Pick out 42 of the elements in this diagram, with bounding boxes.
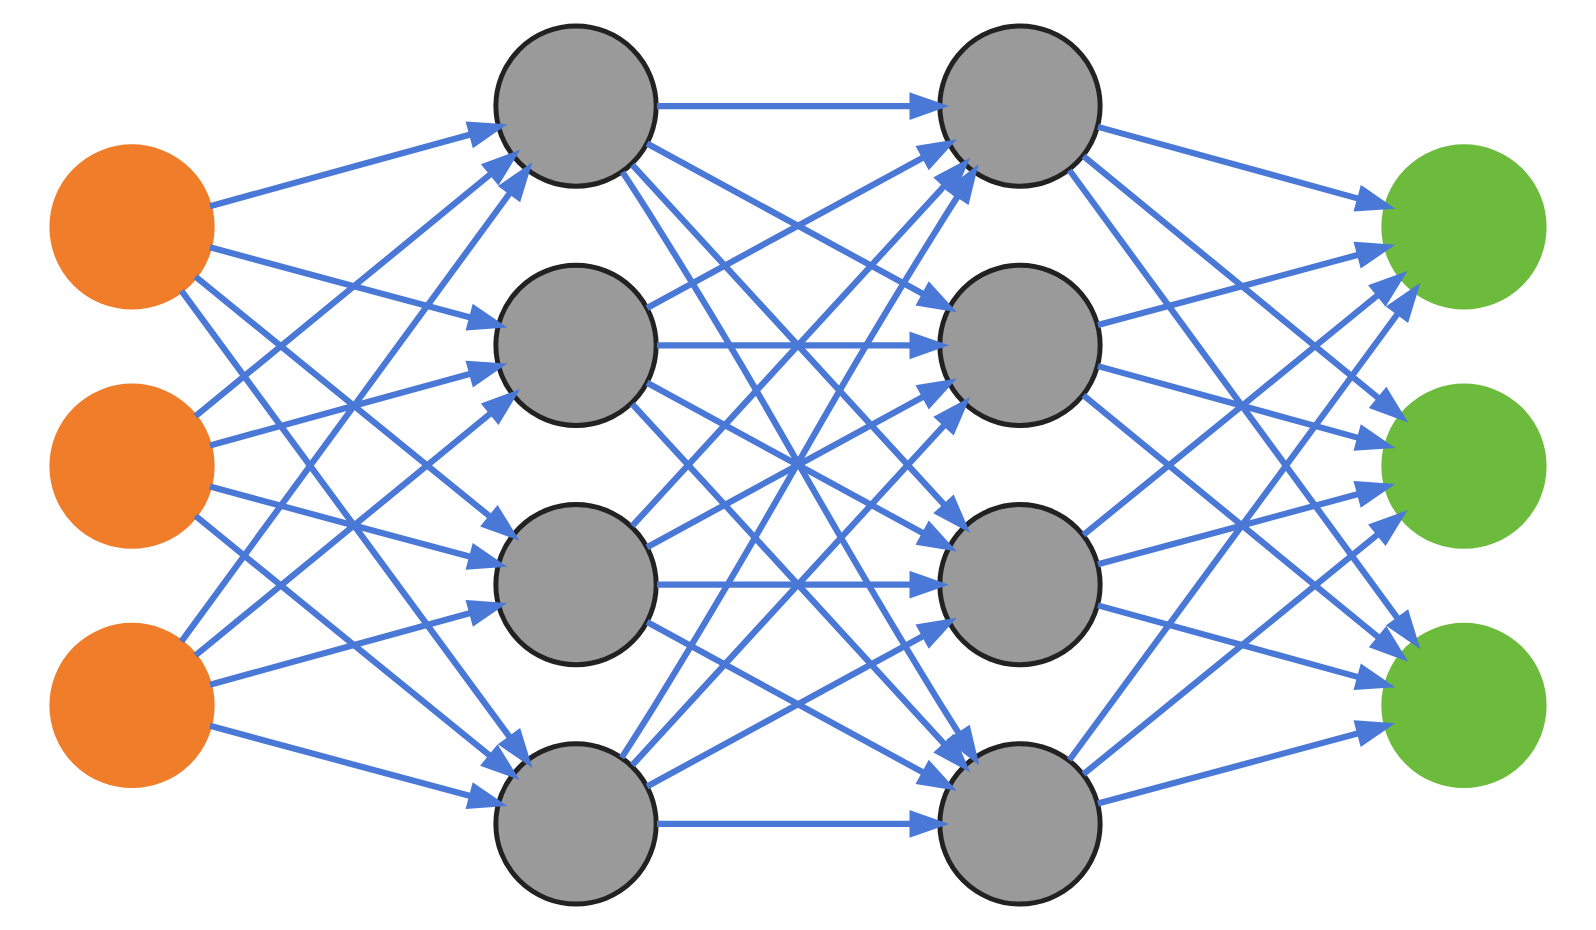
arrow xyxy=(656,810,950,838)
arrow xyxy=(1081,393,1409,662)
arrow xyxy=(1097,481,1396,568)
arrow xyxy=(209,600,508,688)
node-circle xyxy=(49,383,215,549)
node-circle xyxy=(937,502,1103,668)
arrow xyxy=(209,722,508,810)
arrow xyxy=(179,162,533,644)
arrow xyxy=(656,570,950,599)
node-circle xyxy=(493,262,659,428)
node-circle xyxy=(937,262,1103,428)
node-circle xyxy=(493,741,659,907)
arrow xyxy=(1097,363,1396,451)
arrow xyxy=(656,331,950,360)
arrow xyxy=(193,274,520,541)
node-circle xyxy=(1381,622,1547,789)
arrow xyxy=(1097,123,1396,212)
arrow xyxy=(1081,510,1408,777)
node-circle xyxy=(49,144,215,310)
node-circle xyxy=(937,23,1103,189)
arrow xyxy=(193,149,521,419)
arrow xyxy=(179,289,533,768)
arrow xyxy=(1097,720,1396,807)
arrow xyxy=(1081,153,1409,423)
arrow xyxy=(1066,168,1421,650)
node-circle xyxy=(493,23,659,189)
arrow xyxy=(209,483,508,570)
arrow xyxy=(209,121,508,210)
arrow xyxy=(1097,602,1396,691)
node-circle xyxy=(937,741,1103,907)
node-circle xyxy=(493,502,659,668)
node-circle xyxy=(1381,383,1547,549)
arrow xyxy=(656,92,950,120)
arrow xyxy=(1066,282,1421,762)
node-circle xyxy=(1381,144,1547,310)
arrow xyxy=(209,360,508,449)
node-circle xyxy=(49,622,215,789)
arrow xyxy=(193,513,520,780)
arrow xyxy=(1081,270,1408,538)
arrow xyxy=(209,244,508,331)
arrow xyxy=(193,389,521,658)
arrow xyxy=(1097,241,1396,328)
